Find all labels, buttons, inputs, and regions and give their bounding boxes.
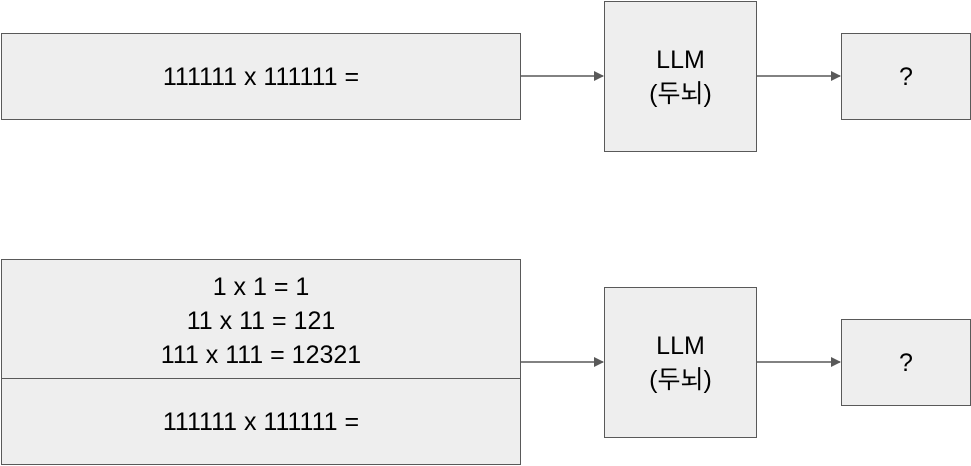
top-output-box: ? xyxy=(841,33,971,120)
example-line-1: 1 x 1 = 1 xyxy=(212,272,310,301)
top-output-text: ? xyxy=(899,62,913,91)
example-line-3: 111 x 111 = 12321 xyxy=(160,340,362,369)
top-llm-box: LLM (두뇌) xyxy=(604,1,757,152)
bottom-query-text: 111111 x 111111 = xyxy=(162,407,360,436)
top-llm-subtitle: (두뇌) xyxy=(649,79,712,108)
bottom-output-text: ? xyxy=(899,348,913,377)
top-input-box: 111111 x 111111 = xyxy=(1,33,521,120)
bottom-llm-box: LLM (두뇌) xyxy=(604,287,757,438)
example-line-2: 11 x 11 = 121 xyxy=(186,306,336,335)
bottom-examples-box: 1 x 1 = 1 11 x 11 = 121 111 x 111 = 1232… xyxy=(1,259,521,380)
bottom-llm-subtitle: (두뇌) xyxy=(649,365,712,394)
bottom-output-box: ? xyxy=(841,319,971,406)
top-llm-label: LLM xyxy=(656,45,705,74)
bottom-query-box: 111111 x 111111 = xyxy=(1,378,521,465)
top-input-text: 111111 x 111111 = xyxy=(162,62,360,91)
bottom-llm-label: LLM xyxy=(656,331,705,360)
